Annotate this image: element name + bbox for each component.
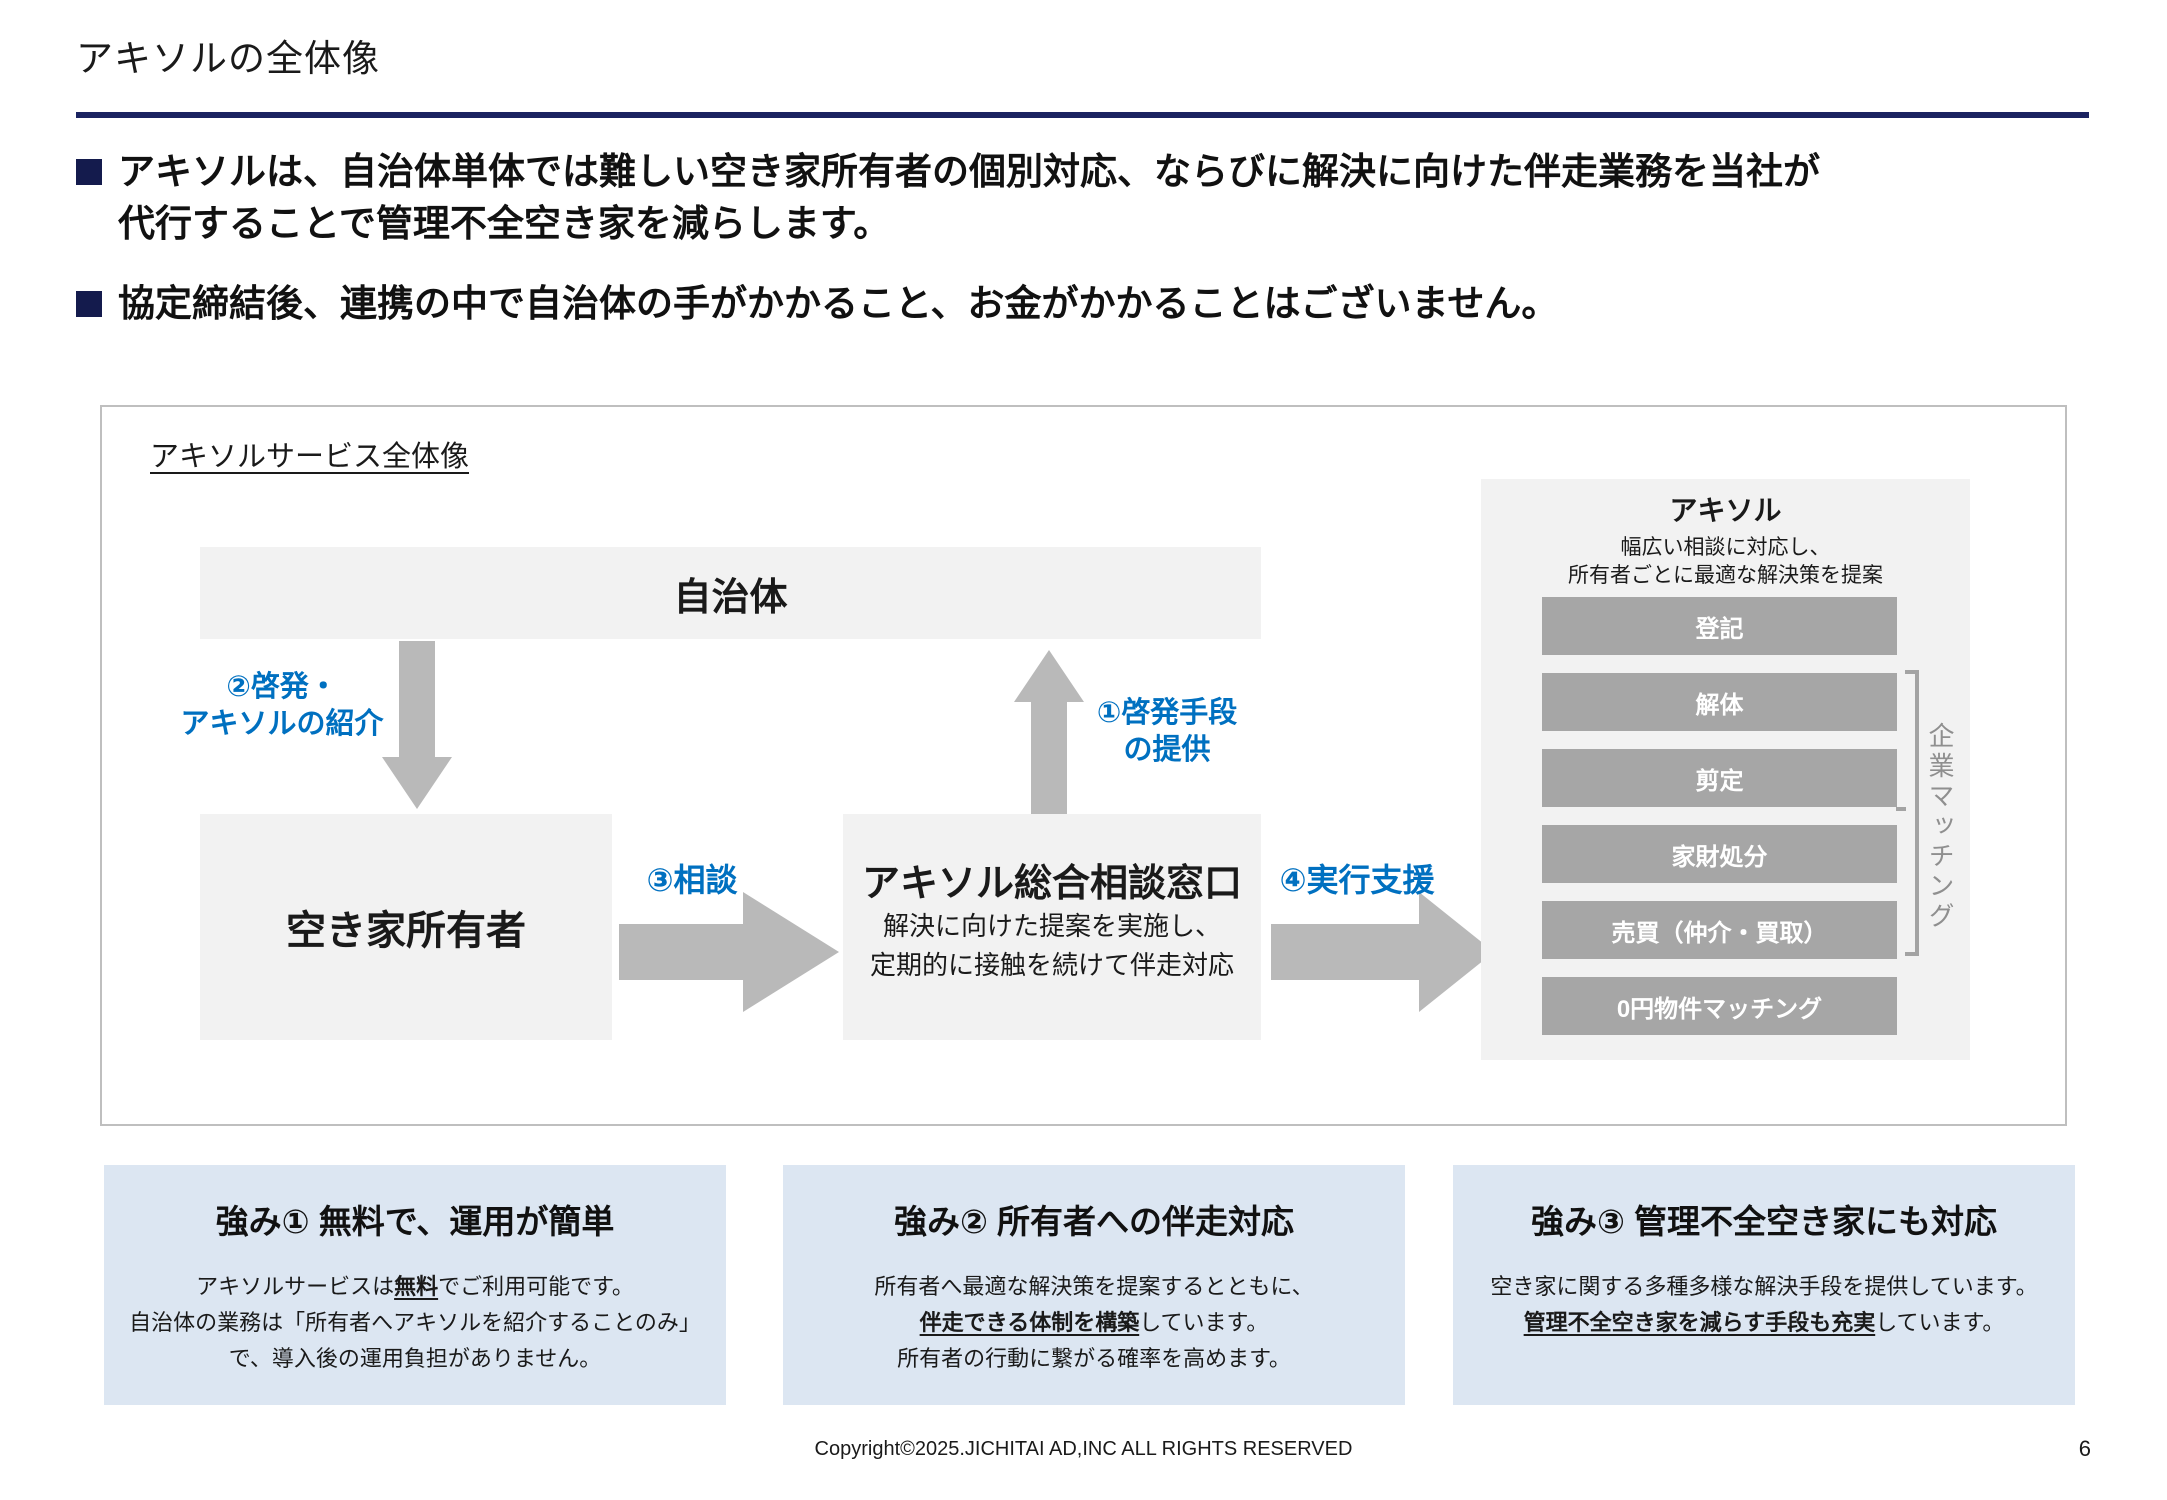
strength-text: でご利用可能です。 [438, 1274, 634, 1299]
right-arrow-head-icon [743, 892, 839, 1012]
step3-label: ③相談 [646, 862, 738, 898]
page-number: 6 [2078, 1436, 2091, 1461]
step1-line2: の提供 [1123, 734, 1211, 766]
strength-body: 所有者へ最適な解決策を提案するとともに、 伴走できる体制を構築しています。 所有… [783, 1269, 1405, 1377]
strength-text: アキソルサービスは [196, 1274, 395, 1299]
strength-title: 強み① 無料で、運用が簡単 [215, 1203, 615, 1240]
step1-label: ①啓発手段 の提供 [1057, 695, 1277, 769]
copyright-text: Copyright©2025.JICHITAI AD,INC ALL RIGHT… [814, 1438, 1353, 1460]
strength-emphasis: 無料 [394, 1274, 439, 1299]
strength-line: アキソルサービスは無料でご利用可能です。 [104, 1269, 726, 1305]
strength-text: しています。 [1875, 1310, 2005, 1335]
owner-box: 空き家所有者 [200, 814, 612, 1040]
akisol-panel: アキソル 幅広い相談に対応し、 所有者ごとに最適な解決策を提案 登記 解体 剪定… [1481, 479, 1970, 1060]
diagram-title: アキソルサービス全体像 [150, 441, 470, 473]
akisol-panel-title: アキソル [1669, 495, 1782, 526]
strength-body: 空き家に関する多種多様な解決手段を提供しています。 管理不全空き家を減らす手段も… [1453, 1269, 2075, 1341]
desk-line: 定期的に接触を続けて伴走対応 [869, 950, 1234, 980]
bracket-tick-icon [1896, 807, 1906, 811]
service-item-kaitai: 解体 [1542, 673, 1897, 731]
down-arrow-icon [399, 641, 435, 759]
bracket-label: 企業マッチング [1925, 722, 1955, 932]
strength-card-3: 強み③ 管理不全空き家にも対応 空き家に関する多種多様な解決手段を提供しています… [1453, 1165, 2075, 1405]
service-item-baibai: 売買（仲介・買取） [1542, 901, 1897, 959]
akisol-panel-subtitle: 幅広い相談に対応し、 [1620, 536, 1831, 559]
strength-line: 空き家に関する多種多様な解決手段を提供しています。 [1490, 1274, 2038, 1299]
desk-title: アキソル総合相談窓口 [861, 863, 1242, 905]
strength-line: 自治体の業務は「所有者へアキソルを紹介することのみ」 [129, 1310, 701, 1335]
right-arrow-icon [1271, 924, 1419, 980]
service-overview-diagram: アキソルサービス全体像 自治体 ②啓発・ アキソルの紹介 ①啓発手段 の提供 空… [100, 405, 2067, 1126]
strength-card-1: 強み① 無料で、運用が簡単 アキソルサービスは無料でご利用可能です。 自治体の業… [104, 1165, 726, 1405]
step1-line1: ①啓発手段 [1096, 697, 1238, 729]
step2-label: ②啓発・ アキソルの紹介 [132, 669, 432, 743]
strength-card-2: 強み② 所有者への伴走対応 所有者へ最適な解決策を提案するとともに、 伴走できる… [783, 1165, 1405, 1405]
right-arrow-icon [619, 924, 743, 980]
page-title: アキソルの全体像 [76, 38, 380, 79]
bullet-point: アキソルは、自治体単体では難しい空き家所有者の個別対応、ならびに解決に向けた伴走… [76, 146, 1820, 250]
desk-line: 解決に向けた提案を実施し、 [882, 911, 1221, 941]
bullet-line: 代行することで管理不全空き家を減らします。 [118, 203, 891, 244]
title-underline [76, 112, 2089, 118]
step4-label: ④実行支援 [1279, 862, 1435, 898]
strength-emphasis: 管理不全空き家を減らす手段も充実 [1523, 1310, 1876, 1335]
bullet-line: 協定締結後、連携の中で自治体の手がかかること、お金がかかることはございません。 [118, 283, 1559, 324]
strength-line: 所有者へ最適な解決策を提案するとともに、 [874, 1274, 1314, 1299]
up-arrow-head-icon [1014, 650, 1084, 702]
bullet-line: アキソルは、自治体単体では難しい空き家所有者の個別対応、ならびに解決に向けた伴走… [118, 151, 1820, 192]
bullet-square-icon [76, 159, 102, 185]
service-item-kazaishobun: 家財処分 [1542, 825, 1897, 883]
consultation-desk-box: アキソル総合相談窓口 解決に向けた提案を実施し、 定期的に接触を続けて伴走対応 [843, 814, 1261, 1040]
service-item-touki: 登記 [1542, 597, 1897, 655]
strength-text: しています。 [1139, 1310, 1269, 1335]
municipality-box: 自治体 [200, 547, 1261, 639]
down-arrow-head-icon [382, 757, 452, 809]
strength-title: 強み③ 管理不全空き家にも対応 [1530, 1203, 1998, 1240]
strength-line: で、導入後の運用負担がありません。 [228, 1346, 602, 1371]
akisol-panel-subtitle: 所有者ごとに最適な解決策を提案 [1568, 564, 1883, 587]
strength-emphasis: 伴走できる体制を構築 [919, 1310, 1140, 1335]
strength-body: アキソルサービスは無料でご利用可能です。 自治体の業務は「所有者へアキソルを紹介… [104, 1269, 726, 1377]
strength-line: 伴走できる体制を構築しています。 [783, 1305, 1405, 1341]
step2-line2: アキソルの紹介 [180, 708, 384, 740]
bracket-icon [1905, 670, 1919, 956]
bullet-square-icon [76, 291, 102, 317]
service-item-sentei: 剪定 [1542, 749, 1897, 807]
step2-line1: ②啓発・ [226, 671, 338, 703]
strength-title: 強み② 所有者への伴走対応 [893, 1203, 1295, 1240]
strength-line: 管理不全空き家を減らす手段も充実しています。 [1453, 1305, 2075, 1341]
strength-line: 所有者の行動に繋がる確率を高めます。 [897, 1346, 1291, 1371]
up-arrow-icon [1031, 699, 1067, 814]
service-item-zeroyen-matching: 0円物件マッチング [1542, 977, 1897, 1035]
service-button-list: 登記 解体 剪定 家財処分 売買（仲介・買取） 0円物件マッチング [1542, 597, 1897, 1053]
bullet-point: 協定締結後、連携の中で自治体の手がかかること、お金がかかることはございません。 [76, 278, 1558, 330]
